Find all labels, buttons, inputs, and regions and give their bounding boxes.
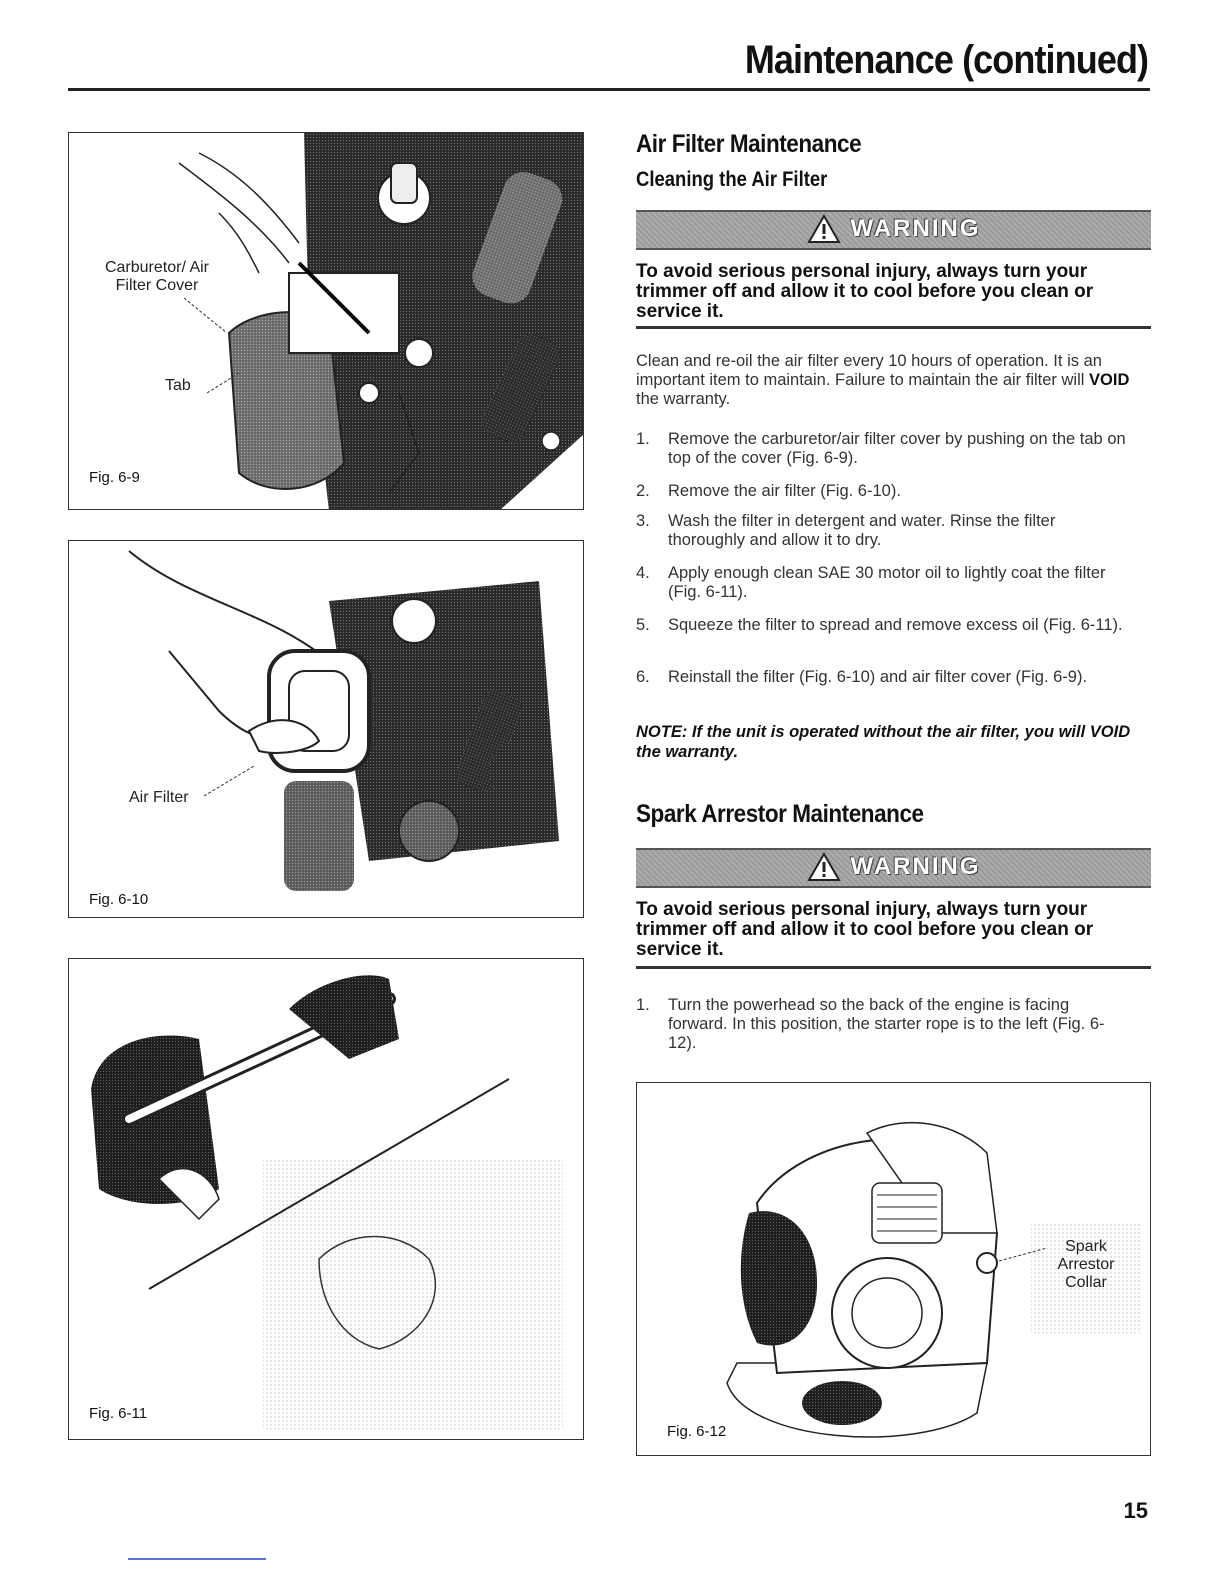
warning-divider [636,326,1151,329]
warning-text-1: To avoid serious personal injury, always… [636,261,1094,322]
warning-label: WARNING [850,215,981,242]
list-item: 1. Turn the powerhead so the back of the… [636,996,1105,1052]
air-filter-removal-illustration [128,550,559,891]
figure-6-9: Carburetor/ Air Filter Cover Tab Fig. 6-… [68,132,584,510]
warning-banner-1: WARNING [636,210,1151,250]
figure-6-10: Air Filter Fig. 6-10 [68,540,584,918]
warning-triangle-icon [806,852,841,881]
callout-spark-arrestor: Spark Arrestor Collar [1057,1238,1115,1291]
warning-banner-2: WARNING [636,848,1151,888]
warning-divider [636,966,1151,969]
warning-text-2: To avoid serious personal injury, always… [636,899,1094,960]
cleaning-subheading: Cleaning the Air Filter [636,168,828,191]
list-item: 1. Remove the carburetor/air filter cove… [636,430,1126,467]
warning-triangle-icon [806,214,841,243]
list-item: 6. Reinstall the filter (Fig. 6-10) and … [636,668,1088,686]
list-item: 4. Apply enough clean SAE 30 motor oil t… [636,564,1106,601]
callout-carburetor-cover: Carburetor/ Air Filter Cover [104,259,210,294]
list-item: 5. Squeeze the filter to spread and remo… [636,616,1123,634]
bottom-link-bar [128,1558,266,1560]
carburetor-cover-illustration [178,133,583,509]
figure-label: Fig. 6-11 [89,1405,148,1422]
figure-6-11: Fig. 6-11 [68,958,584,1440]
figure-6-12: Spark Arrestor Collar Fig. 6-12 [636,1082,1151,1456]
page-number: 15 [1123,1498,1148,1523]
air-filter-heading: Air Filter Maintenance [636,130,862,158]
figure-label: Fig. 6-9 [89,469,140,486]
list-item: 3. Wash the filter in detergent and wate… [636,512,1056,549]
warranty-note: NOTE: If the unit is operated without th… [636,723,1131,761]
engine-spark-arrestor-illustration [726,1121,1141,1438]
page-title: Maintenance (continued) [744,38,1149,82]
air-filter-intro: Clean and re-oil the air filter every 10… [636,352,1130,408]
figure-label: Fig. 6-12 [667,1423,727,1440]
warning-label: WARNING [850,853,981,880]
list-item: 2. Remove the air filter (Fig. 6-10). [636,482,901,500]
header-divider [68,88,1150,91]
oiling-filter-illustration [91,975,563,1429]
figure-label: Fig. 6-10 [89,891,149,908]
callout-air-filter: Air Filter [129,789,189,806]
callout-tab: Tab [165,377,191,394]
spark-arrestor-heading: Spark Arrestor Maintenance [636,800,924,828]
